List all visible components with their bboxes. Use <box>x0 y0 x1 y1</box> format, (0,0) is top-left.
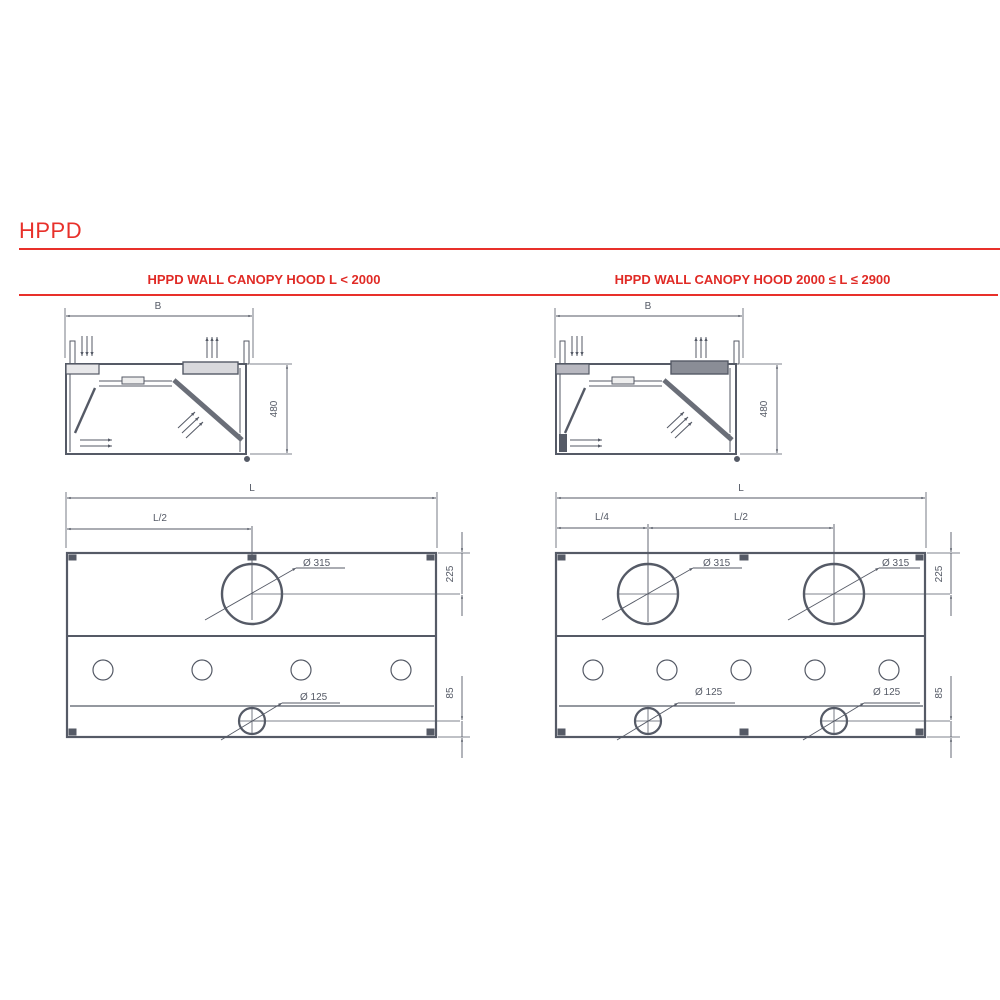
collar-315-label-left: Ø 315 <box>303 558 331 569</box>
dim-b-left: B <box>155 301 162 312</box>
collar-125-label-right-2: Ø 125 <box>873 687 901 698</box>
title-divider <box>19 248 1000 250</box>
collar-125-label-left: Ø 125 <box>300 692 328 703</box>
dim-height-right: 480 <box>759 400 770 417</box>
dim-85-right: 85 <box>934 687 945 699</box>
section-heading-left: HPPD WALL CANOPY HOOD L < 2000 <box>147 272 381 287</box>
dim-b-right: B <box>645 301 652 312</box>
collar-315-label-right-2: Ø 315 <box>882 558 910 569</box>
plan-view-right <box>554 492 960 758</box>
dim-l-left: L <box>249 483 255 494</box>
page-title: HPPD <box>19 218 83 243</box>
heading-divider <box>19 294 998 296</box>
side-view-right <box>554 308 782 462</box>
dim-225-right: 225 <box>934 565 945 582</box>
dim-225-left: 225 <box>445 565 456 582</box>
dim-l-half-left: L/2 <box>153 513 167 524</box>
collar-125-label-right-1: Ø 125 <box>695 687 723 698</box>
dim-l-half-right: L/2 <box>734 512 748 523</box>
dim-85-left: 85 <box>445 687 456 699</box>
section-heading-right: HPPD WALL CANOPY HOOD 2000 ≤ L ≤ 2900 <box>614 272 891 287</box>
dim-l-right: L <box>738 483 744 494</box>
dim-l-quarter-right: L/4 <box>595 512 609 523</box>
side-view-left <box>64 308 292 462</box>
plan-view-left <box>65 492 470 758</box>
dim-height-left: 480 <box>269 400 280 417</box>
collar-315-label-right-1: Ø 315 <box>703 558 731 569</box>
